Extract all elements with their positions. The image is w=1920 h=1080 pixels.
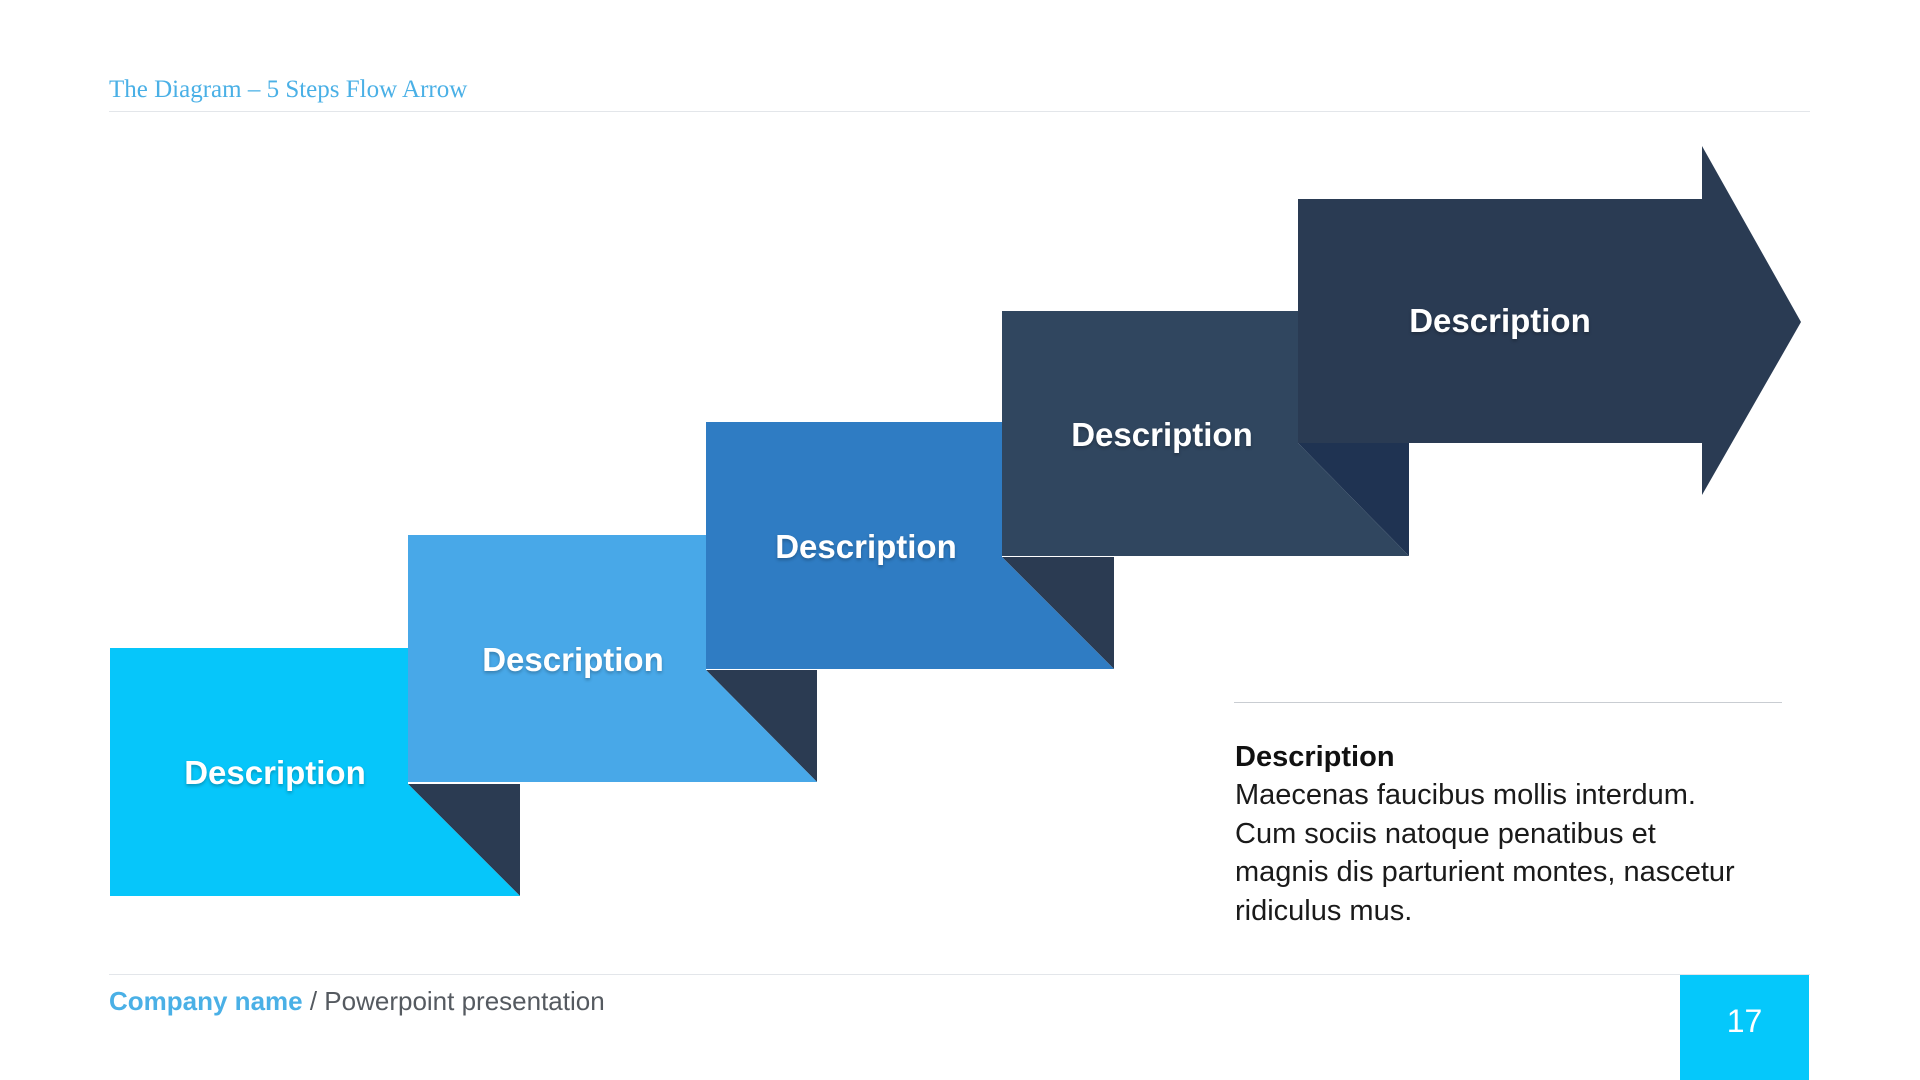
step-1-box: [110, 648, 520, 896]
header-divider: [109, 111, 1810, 112]
description-line: Maecenas faucibus mollis interdum.: [1235, 779, 1696, 811]
page-number-badge: 17: [1680, 975, 1809, 1080]
footer: Company name / Powerpoint presentation: [109, 986, 605, 1017]
description-block: Description Maecenas faucibus mollis int…: [1235, 738, 1795, 930]
description-divider: [1234, 702, 1782, 703]
page-number: 17: [1726, 1003, 1763, 1039]
step-1-label: Description: [184, 754, 366, 791]
description-line: ridiculus mus.: [1235, 894, 1413, 927]
step-2-label: Description: [482, 641, 664, 678]
step-3-label: Description: [775, 528, 957, 565]
step-5-label: Description: [1409, 302, 1591, 339]
step-4-box: [1002, 311, 1409, 556]
step-2-box: [408, 535, 817, 782]
description-line: magnis dis parturient montes, nascetur: [1235, 856, 1735, 888]
company-name: Company name: [109, 986, 303, 1016]
step-3-box: [706, 422, 1114, 669]
description-title: Description: [1235, 741, 1395, 773]
description-line: Cum sociis natoque penatibus et: [1235, 817, 1656, 850]
description-body: Maecenas faucibus mollis interdum. Cum s…: [1235, 776, 1795, 930]
footer-divider: [109, 974, 1810, 975]
step-5-arrow: [1298, 146, 1801, 495]
slide-title: The Diagram – 5 Steps Flow Arrow: [109, 76, 468, 103]
step-4-label: Description: [1071, 416, 1253, 453]
footer-separator: /: [302, 986, 325, 1016]
presentation-subtitle: Powerpoint presentation: [324, 986, 605, 1016]
